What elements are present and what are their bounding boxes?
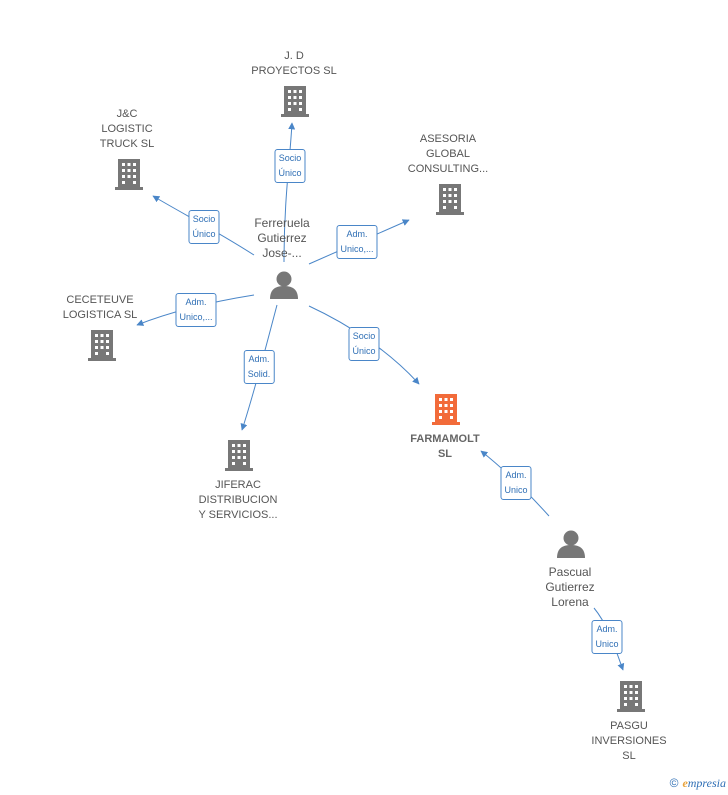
brand-initial: e	[682, 776, 688, 790]
edge-label-to-jd: Socio Único	[274, 149, 306, 183]
person-icon-pascual[interactable]	[557, 530, 585, 559]
node-label-farmamolt[interactable]: FARMAMOLT SL	[410, 433, 480, 460]
building-icon-farmamolt[interactable]	[432, 394, 460, 425]
brand-name: mpresia	[687, 776, 726, 790]
building-icon-ceceteuve[interactable]	[88, 330, 116, 361]
person-label-pascual[interactable]: Pascual Gutierrez Lorena	[545, 565, 595, 609]
building-icon-jiferac[interactable]	[225, 440, 253, 471]
edge-label-to-farmamolt: Socio Único	[348, 327, 380, 361]
edge-label-pascual-to-pasgu: Adm. Unico	[591, 620, 623, 654]
node-label-pasgu[interactable]: PASGU INVERSIONES SL	[591, 720, 667, 762]
building-icon-asesoria[interactable]	[436, 184, 464, 215]
node-label-jiferac[interactable]: JIFERAC DISTRIBUCION Y SERVICIOS...	[198, 479, 278, 521]
node-label-jc[interactable]: J&C LOGISTIC TRUCK SL	[99, 108, 155, 150]
building-icon-jd[interactable]	[281, 86, 309, 117]
person-label-ferreruela[interactable]: Ferreruela Gutierrez Jose-...	[254, 216, 310, 260]
person-icon-ferreruela[interactable]	[270, 271, 298, 300]
edge-label-to-jiferac: Adm. Solid.	[243, 350, 275, 384]
building-icon-jc[interactable]	[115, 159, 143, 190]
node-label-ceceteuve[interactable]: CECETEUVE LOGISTICA SL	[62, 294, 138, 321]
edge-label-to-asesoria: Adm. Unico,...	[336, 225, 378, 259]
brand-footer[interactable]: ©empresia	[670, 776, 726, 791]
node-label-asesoria[interactable]: ASESORIA GLOBAL CONSULTING...	[407, 133, 489, 175]
edge-label-to-jc: Socio Único	[188, 210, 220, 244]
building-icon-pasgu[interactable]	[617, 681, 645, 712]
node-label-jd[interactable]: J. D PROYECTOS SL	[251, 50, 337, 77]
edge-to-jd	[283, 122, 296, 263]
copyright-icon: ©	[669, 776, 679, 790]
edge-label-pascual-to-farmamolt: Adm. Unico	[500, 466, 532, 500]
edge-label-to-ceceteuve: Adm. Unico,...	[175, 293, 217, 327]
